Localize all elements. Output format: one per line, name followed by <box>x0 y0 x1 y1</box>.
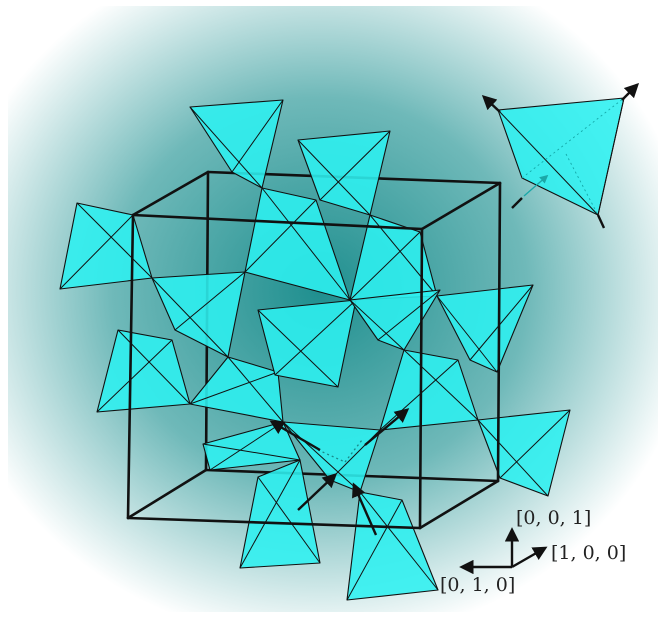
axis-label-x: [1, 0, 0] <box>551 542 626 564</box>
axis-label-y: [0, 1, 0] <box>440 574 515 596</box>
axis-label-z: [0, 0, 1] <box>516 507 591 529</box>
